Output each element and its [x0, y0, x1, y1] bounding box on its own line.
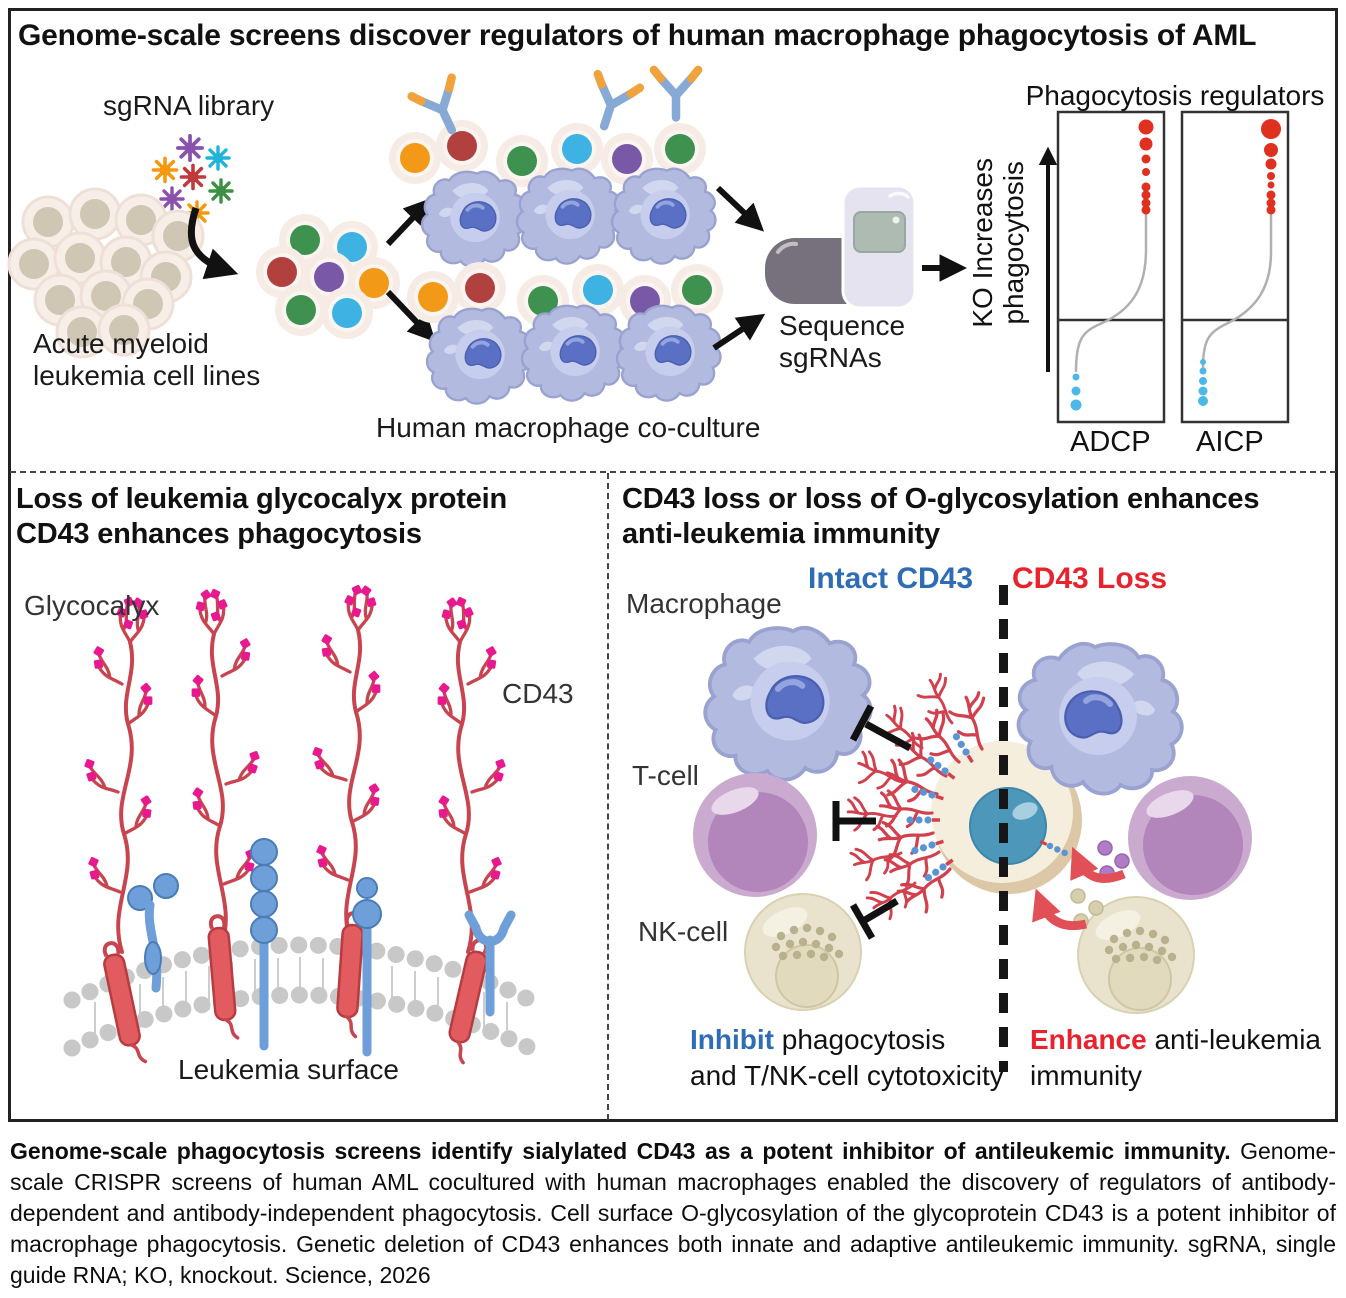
- macrophage-icon: [515, 166, 623, 266]
- surface-protein-icons: [127, 838, 516, 1057]
- macrophage-icon: [615, 303, 723, 403]
- sgrna-library-label: sgRNA library: [103, 90, 275, 121]
- cytotoxic-granules: [1032, 840, 1130, 930]
- figure-caption: Genome-scale phagocytosis screens identi…: [10, 1136, 1336, 1291]
- cd43-anchor: [98, 939, 148, 1068]
- panel-divider-horizontal: [10, 471, 1336, 473]
- aicp-label: AICP: [1196, 426, 1264, 458]
- aml-cells-label: Acute myeloid leukemia cell lines: [33, 328, 261, 391]
- arrow-library-to-cells: [187, 206, 239, 280]
- panel-divider-vertical: [607, 473, 609, 1120]
- intact-cd43-header: Intact CD43: [808, 562, 974, 595]
- left-panel-title: Loss of leukemia glycocalyx protein CD43…: [16, 483, 507, 550]
- aicp-rank-plot: [1180, 110, 1290, 424]
- sequencer-icon: [765, 184, 917, 310]
- leukemia-membrane: [63, 838, 539, 1068]
- nkcell-label: NK-cell: [638, 916, 729, 947]
- phagocytosis-regulators-title: Phagocytosis regulators: [1025, 80, 1325, 111]
- macrophage-icon: [520, 303, 628, 403]
- coculture-label: Human macrophage co-culture: [376, 412, 761, 443]
- inhibit-outcome-text: Inhibit phagocytosis and T/NK-cell cytot…: [690, 1024, 1004, 1092]
- enhance-outcome-text: Enhance anti-leukemia immunity: [1030, 1024, 1322, 1092]
- arrow-to-aicp-coculture: [385, 289, 436, 342]
- enriched-hits-dots: [1261, 119, 1281, 215]
- cd43-label: CD43: [502, 678, 574, 709]
- depleted-hits-dots: [1198, 359, 1208, 406]
- depleted-hits-dots: [1070, 373, 1082, 411]
- tcell-intact-side: [693, 773, 817, 897]
- macrophage-icon: [420, 169, 528, 269]
- inhibit-word: Inhibit: [690, 1024, 774, 1055]
- enriched-hits-dots: [1138, 119, 1154, 215]
- tcell-label: T-cell: [632, 760, 699, 791]
- nkcell-intact-side: [744, 893, 862, 1011]
- antibody-icon: [654, 70, 698, 118]
- figure-title: Genome-scale screens discover regulators…: [18, 19, 1257, 52]
- enhance-word: Enhance: [1030, 1024, 1147, 1055]
- aicp-coculture-row: [407, 262, 723, 406]
- caption-lead: Genome-scale phagocytosis screens identi…: [10, 1138, 1231, 1164]
- caption-body: Genome-scale CRISPR screens of human AML…: [10, 1138, 1336, 1289]
- cd43-anchor: [333, 910, 367, 1039]
- arrow-to-adcp-coculture: [385, 197, 432, 247]
- attack-arrow: [1032, 888, 1088, 930]
- macrophage-intact-side: [705, 628, 871, 780]
- right-panel-title: CD43 loss or loss of O-glycosylation enh…: [622, 483, 1260, 550]
- cd43-anchor: [204, 913, 240, 1042]
- macrophage-label: Macrophage: [626, 588, 782, 619]
- macrophage-icon: [425, 306, 533, 406]
- tcell-loss-side: [1128, 776, 1252, 900]
- transduced-cell-pool: [256, 214, 400, 339]
- leukemia-surface-label: Leukemia surface: [178, 1054, 400, 1085]
- arrow-aicp-to-sequencer: [712, 313, 766, 351]
- ko-increases-axis-label: KO Increases phagocytosis: [967, 157, 1029, 328]
- arrow-adcp-to-sequencer: [715, 185, 765, 232]
- inhibition-tbars: [832, 704, 912, 940]
- adcp-rank-plot: [1056, 110, 1166, 424]
- sequence-sgrnas-label: Sequence sgRNAs: [779, 310, 906, 373]
- attack-arrow: [1070, 846, 1126, 883]
- intact-vs-loss-divider: [999, 585, 1008, 1072]
- adcp-coculture-row: [389, 70, 718, 269]
- antibody-icon: [583, 74, 640, 133]
- glycocalyx-label: Glycocalyx: [24, 590, 160, 621]
- adcp-label: ADCP: [1070, 426, 1151, 458]
- macrophage-icon: [610, 166, 718, 266]
- cd43-loss-header: CD43 Loss: [1012, 562, 1168, 595]
